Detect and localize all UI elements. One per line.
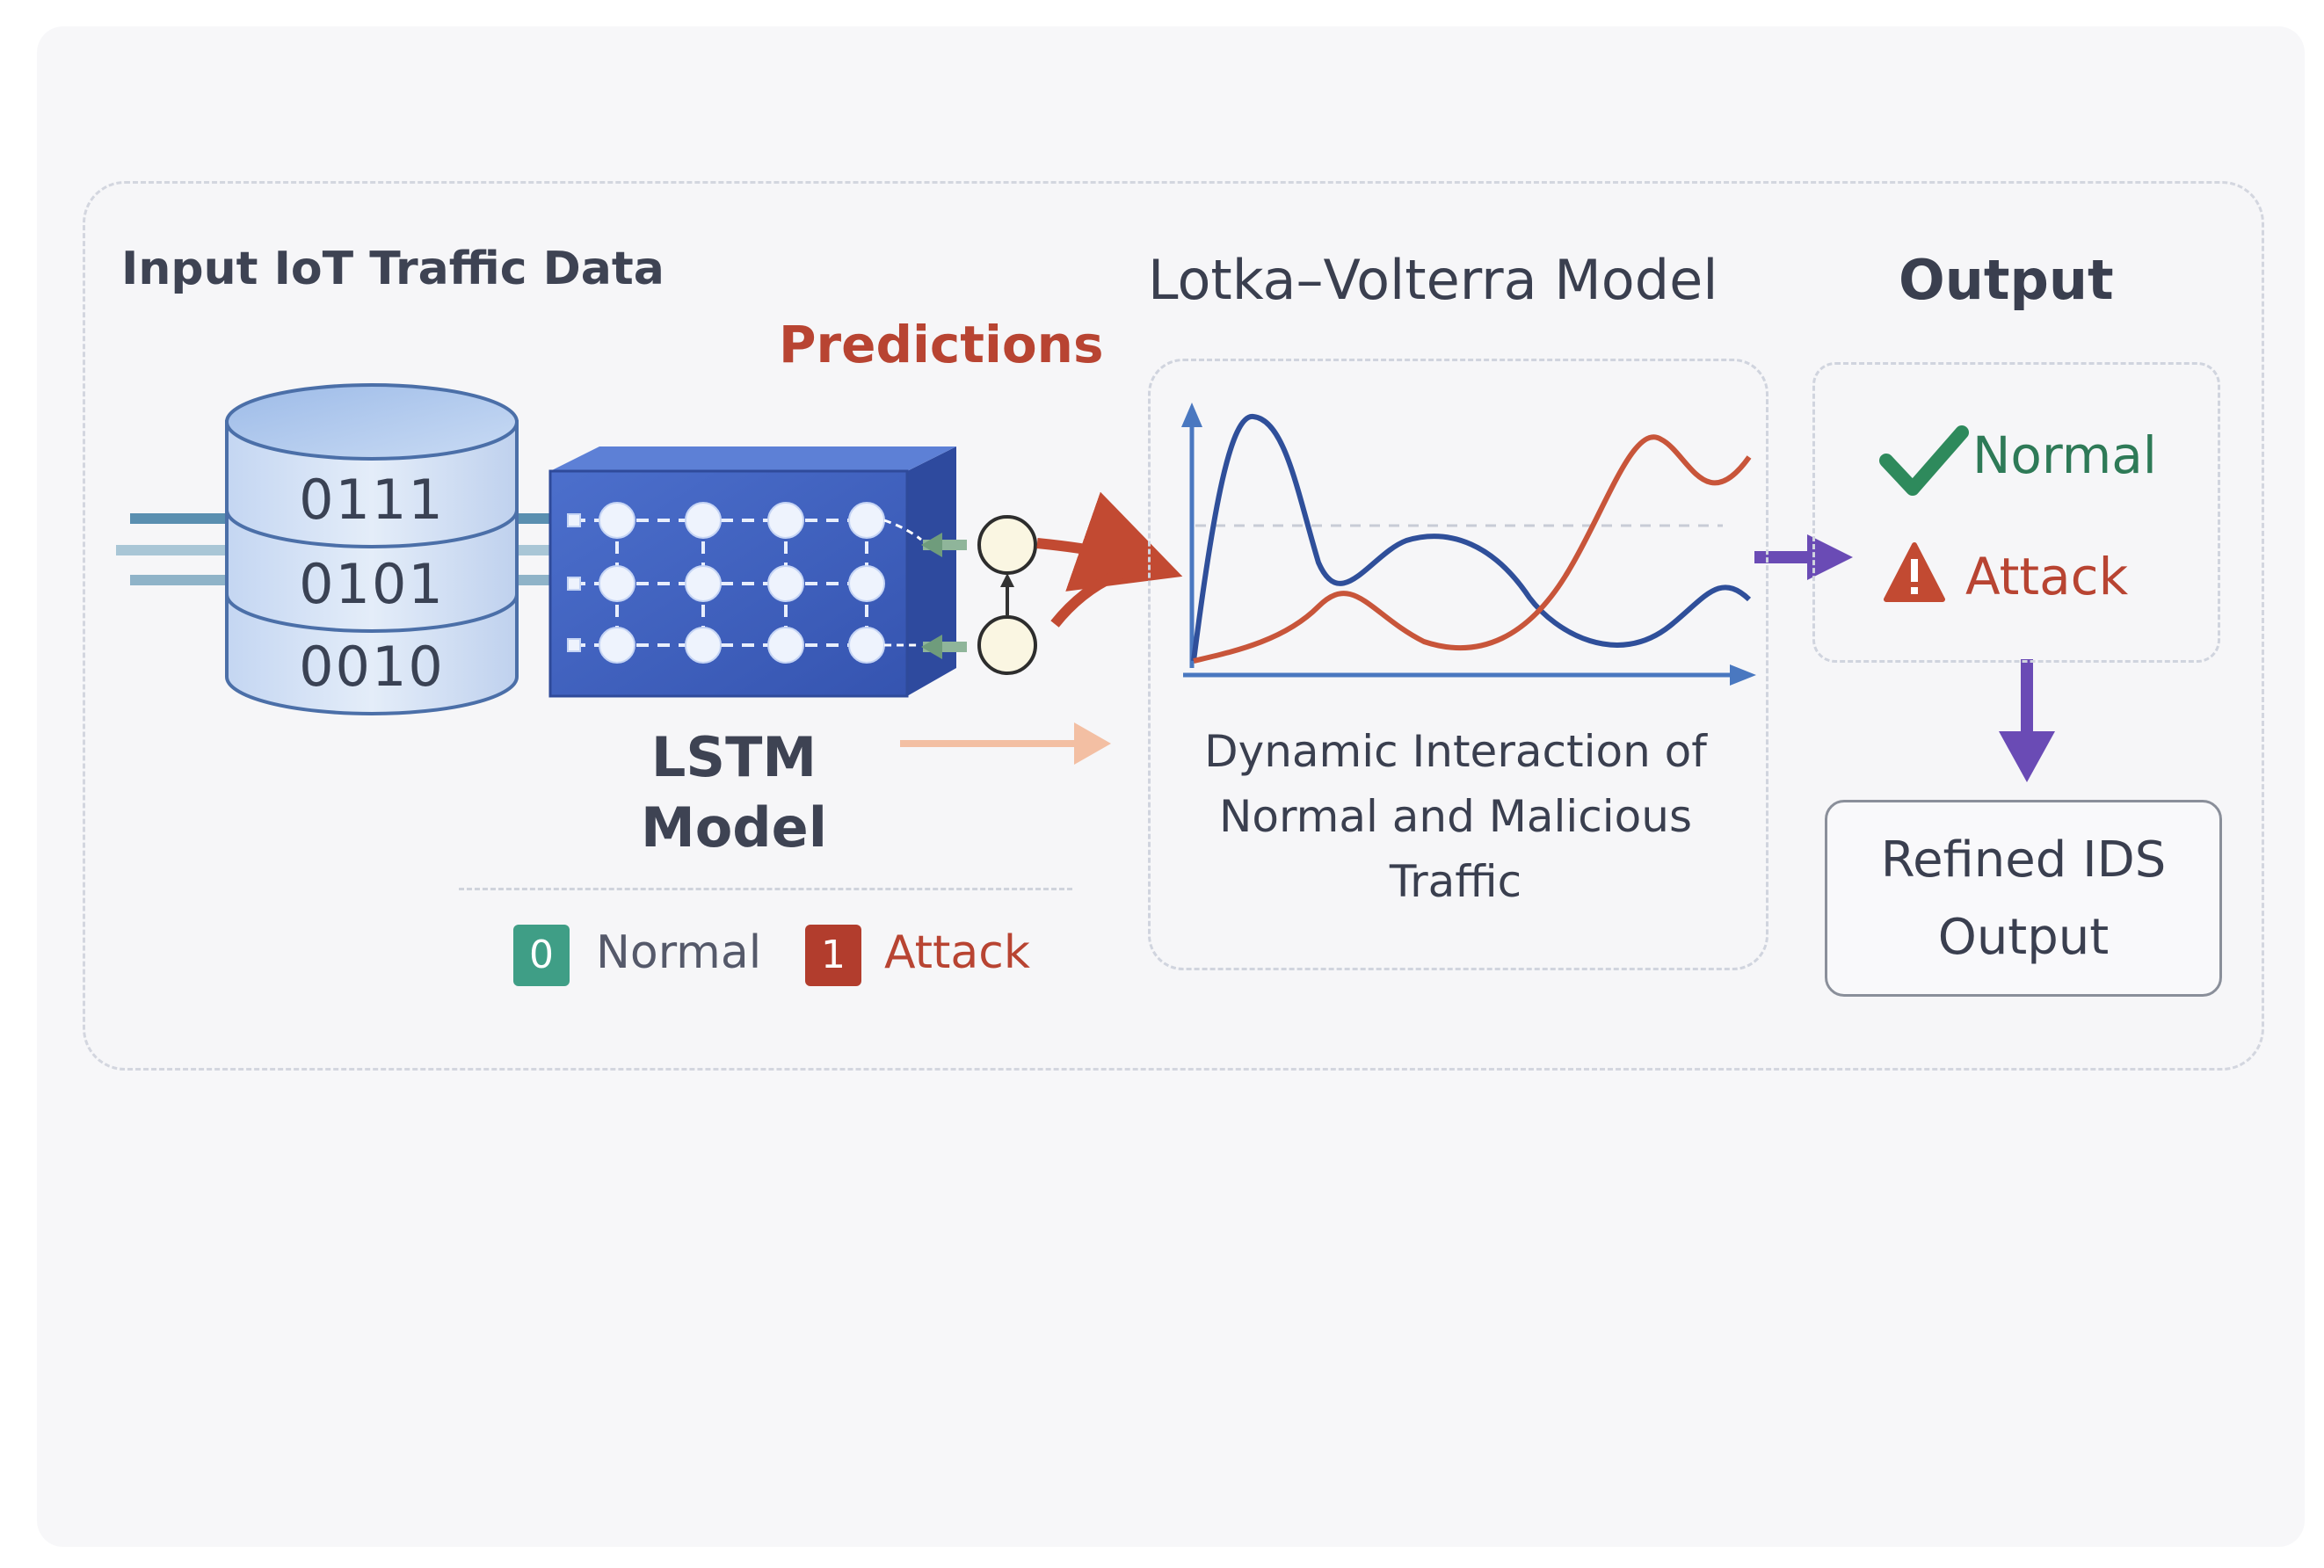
output-normal-label: Normal [1972, 425, 2157, 485]
lv-model-box [1148, 359, 1768, 970]
input-stream-lines [116, 513, 552, 585]
output-attack-label: Attack [1965, 547, 2129, 606]
database-icon [225, 383, 519, 715]
attack-code-badge: 1 [805, 925, 861, 986]
database-row-3: 0010 [299, 635, 445, 699]
predictions-label: Predictions [779, 315, 1104, 374]
refined-ids-output-box: Refined IDS Output [1825, 800, 2222, 997]
lv-caption-line3: Traffic [1389, 856, 1522, 907]
legend-attack-label: Attack [884, 926, 1031, 979]
lv-plot [1181, 403, 1756, 686]
lstm-model-label: LSTM Model [580, 722, 888, 863]
lstm-label-line1: LSTM [650, 725, 817, 789]
legend-separator [459, 888, 1072, 890]
refined-line2: Output [1937, 909, 2110, 966]
check-icon [1879, 425, 1969, 496]
output-title: Output [1899, 248, 2114, 312]
prediction-arrows [1036, 491, 1183, 628]
output-neurons [921, 515, 1037, 675]
lv-caption: Dynamic Interaction of Normal and Malici… [1148, 719, 1763, 914]
refined-line1: Refined IDS [1880, 831, 2167, 889]
database-row-1: 0111 [299, 468, 445, 532]
legend-normal-label: Normal [596, 926, 762, 979]
feed-arrow [900, 722, 1111, 765]
database-row-2: 0101 [299, 552, 445, 616]
lv-caption-line2: Normal and Malicious [1218, 791, 1693, 842]
lv-caption-line1: Dynamic Interaction of [1204, 726, 1707, 777]
warning-icon [1884, 542, 1945, 602]
lotka-volterra-title: Lotka–Volterra Model [1148, 248, 1718, 312]
input-title: Input IoT Traffic Data [121, 243, 665, 295]
normal-code-badge: 0 [513, 925, 570, 986]
output-classification-box [1812, 362, 2220, 663]
lstm-label-line2: Model [641, 795, 827, 860]
malicious-traffic-curve [1193, 434, 1752, 664]
lstm-node-grid [567, 502, 922, 664]
normal-traffic-curve [1191, 414, 1752, 662]
output-arrows [1754, 534, 2055, 782]
